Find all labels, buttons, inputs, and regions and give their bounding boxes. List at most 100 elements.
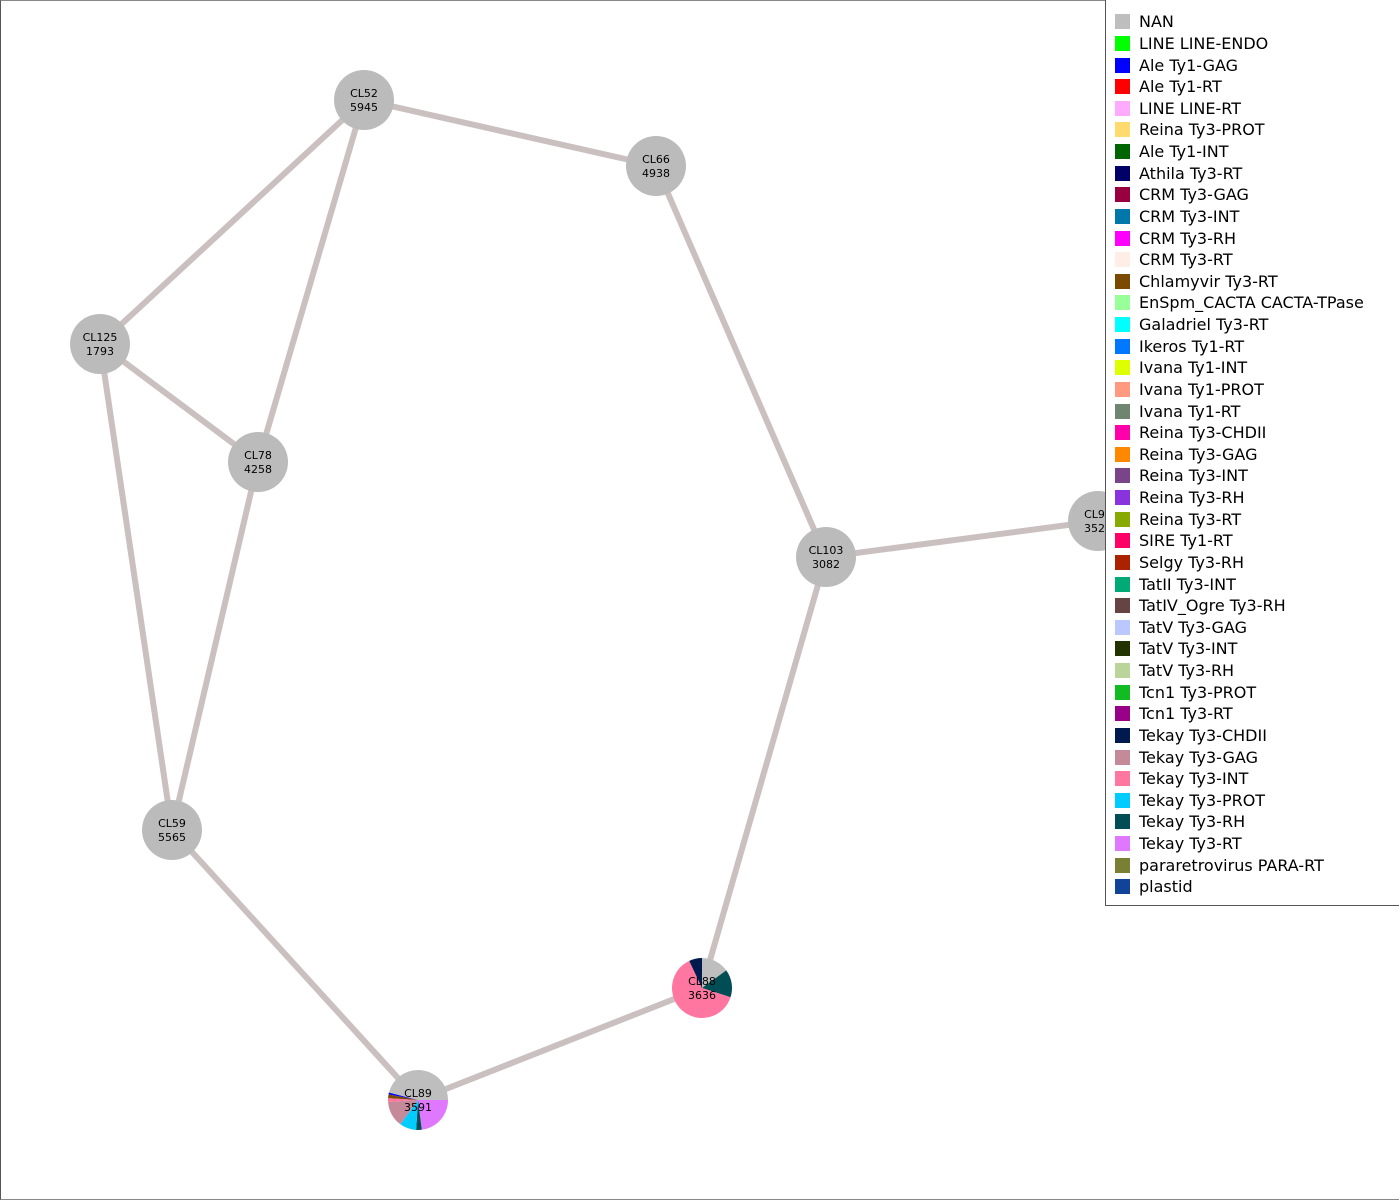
legend-item: TatV Ty3-RH [1106,660,1399,682]
legend-swatch [1115,771,1130,787]
legend-item: Reina Ty3-RH [1106,487,1399,509]
edge-CL103-CL88 [699,556,829,989]
legend-item: Reina Ty3-CHDII [1106,422,1399,444]
legend-swatch [1115,598,1130,614]
legend-label: CRM Ty3-RH [1139,228,1237,248]
legend-swatch [1115,511,1130,527]
legend-item: CRM Ty3-GAG [1106,184,1399,206]
legend-label: CRM Ty3-RT [1139,250,1233,270]
node-value-label: 5565 [158,831,186,844]
pie-slice-CL89-1 [418,1100,448,1130]
legend-swatch [1115,727,1130,743]
legend-label: Tekay Ty3-INT [1139,769,1249,789]
legend-swatch [1115,273,1130,289]
legend-label: Tekay Ty3-CHDII [1139,725,1267,745]
legend-swatch [1115,879,1130,895]
legend-swatch [1115,641,1130,657]
pie-slice-CL89-2 [416,1100,422,1131]
legend-item: Athila Ty3-RT [1106,162,1399,184]
legend-item: Tcn1 Ty3-PROT [1106,681,1399,703]
legend-label: SIRE Ty1-RT [1139,531,1233,551]
legend-label: EnSpm_CACTA CACTA-TPase [1139,293,1364,313]
legend-item: Ivana Ty1-INT [1106,357,1399,379]
legend-label: Ivana Ty1-INT [1139,358,1248,378]
legend-label: Athila Ty3-RT [1139,163,1243,183]
pie-slice-CL88-2 [672,960,731,1019]
pie-slice-CL89-3 [400,1100,418,1130]
legend-swatch [1115,554,1130,570]
legend-item: TatIV_Ogre Ty3-RH [1106,595,1399,617]
pie-slice-CL89-8 [388,1070,418,1100]
legend-item: NAN [1106,11,1399,33]
node-circle-CL59 [142,800,202,860]
pie-slice-CL89-0 [418,1070,448,1100]
legend-item: CRM Ty3-INT [1106,206,1399,228]
pie-slice-CL89-5 [388,1098,418,1102]
legend-item: Reina Ty3-RT [1106,508,1399,530]
legend-swatch [1115,381,1130,397]
legend-item: TatV Ty3-INT [1106,638,1399,660]
legend-swatch [1115,122,1130,138]
node-name-label: CL52 [350,87,378,100]
node-name-label: CL78 [244,449,272,462]
edge-CL52-CL125 [97,97,367,347]
legend-swatch [1115,403,1130,419]
legend-item: Tekay Ty3-INT [1106,768,1399,790]
pie-slice-CL89-6 [388,1094,418,1100]
legend-item: Ikeros Ty1-RT [1106,335,1399,357]
legend-swatch [1115,446,1130,462]
node-name-label: CL88 [688,975,716,988]
node-name-label: CL89 [404,1087,432,1100]
legend-item: TatII Ty3-INT [1106,573,1399,595]
legend-swatch [1115,857,1130,873]
legend-label: Tcn1 Ty3-PROT [1139,682,1257,702]
legend-item: Ivana Ty1-RT [1106,400,1399,422]
legend-item: LINE LINE-ENDO [1106,33,1399,55]
legend-swatch [1115,165,1130,181]
legend-item: LINE LINE-RT [1106,98,1399,120]
legend-item: Reina Ty3-GAG [1106,444,1399,466]
node-circle-CL66 [626,136,686,196]
legend-label: LINE LINE-RT [1139,98,1242,118]
legend-swatch [1115,208,1130,224]
legend-label: Selgy Ty3-RH [1139,552,1245,572]
legend-item: Tekay Ty3-RT [1106,833,1399,855]
edge-CL125-CL78 [98,341,260,465]
legend-swatch [1115,663,1130,679]
legend-label: Tekay Ty3-RT [1139,834,1242,854]
legend-item: Ivana Ty1-PROT [1106,379,1399,401]
legend-item: plastid [1106,876,1399,898]
legend-label: Reina Ty3-CHDII [1139,423,1267,443]
legend-item: SIRE Ty1-RT [1106,530,1399,552]
legend-item: EnSpm_CACTA CACTA-TPase [1106,292,1399,314]
legend-swatch [1115,533,1130,549]
legend-label: Ivana Ty1-RT [1139,401,1241,421]
legend-label: Ivana Ty1-PROT [1139,379,1264,399]
legend-label: TatII Ty3-INT [1139,574,1236,594]
legend-label: NAN [1139,12,1174,32]
pie-slice-CL89-4 [388,1100,418,1125]
legend-swatch [1115,230,1130,246]
legend-item: Reina Ty3-PROT [1106,119,1399,141]
node-circle-CL125 [70,314,130,374]
legend-label: Reina Ty3-INT [1139,466,1248,486]
legend-label: CRM Ty3-INT [1139,206,1240,226]
legend-swatch [1115,706,1130,722]
node-name-label: CL66 [642,153,670,166]
legend-swatch [1115,295,1130,311]
legend-label: TatV Ty3-INT [1139,639,1238,659]
legend-label: Reina Ty3-RH [1139,488,1245,508]
legend-item: Tcn1 Ty3-RT [1106,703,1399,725]
legend-swatch [1115,79,1130,95]
legend-swatch [1115,490,1130,506]
legend-label: Ale Ty1-GAG [1139,55,1239,75]
